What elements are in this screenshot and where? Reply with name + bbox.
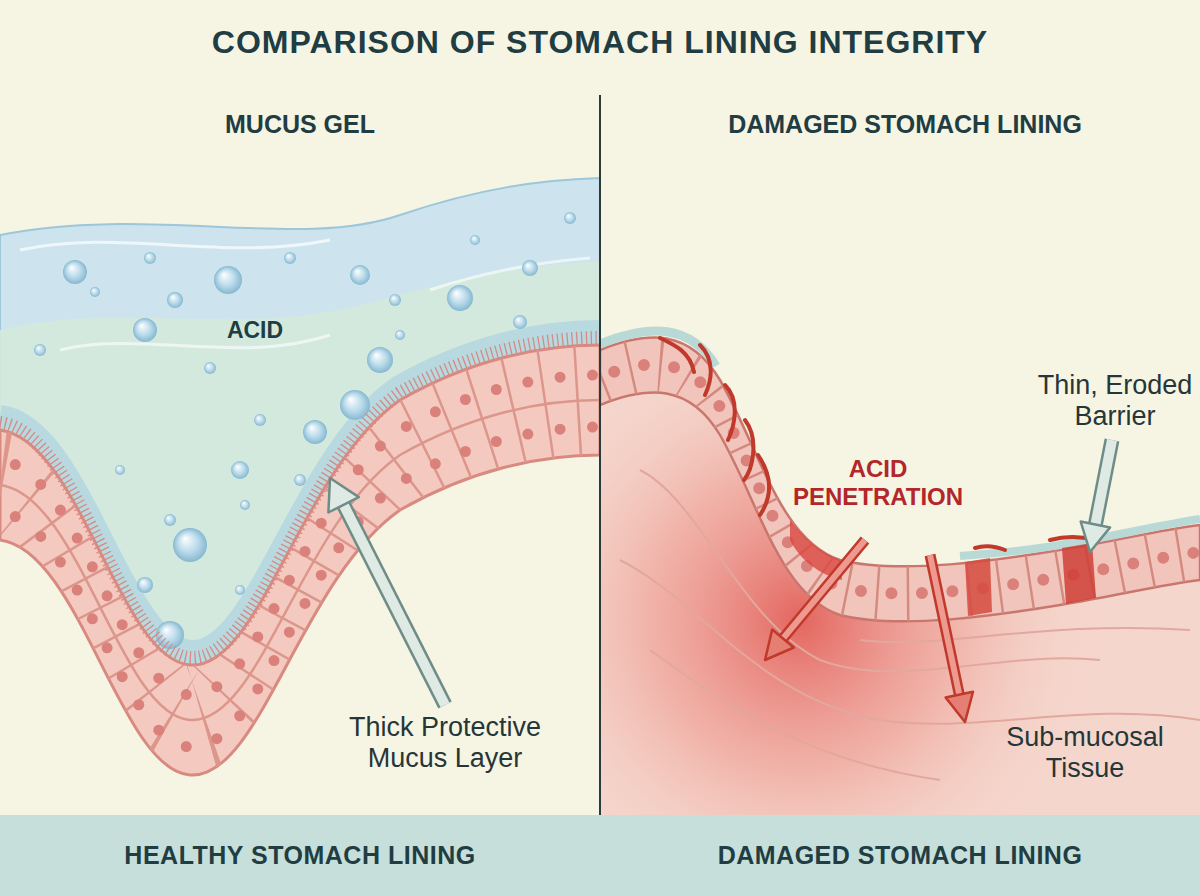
nuclei: [0, 427, 600, 747]
bubble: [133, 318, 157, 342]
bubble: [389, 294, 401, 306]
leader-arrow: [344, 505, 445, 705]
bubble: [115, 465, 125, 475]
bubble: [513, 315, 527, 329]
cells: [0, 375, 600, 747]
acid-arrow: [930, 555, 959, 695]
bubble: [90, 287, 100, 297]
bubble: [284, 252, 296, 264]
bubble: [522, 260, 538, 276]
bubble: [470, 235, 480, 245]
band-text-group: DAMAGED STOMACH LINING: [718, 841, 1083, 870]
bubble: [167, 292, 183, 308]
bubble: [235, 585, 245, 595]
callout-label: Thick Protective Mucus Layer: [325, 712, 565, 774]
title: COMPARISON OF STOMACH LINING INTEGRITY: [0, 24, 1200, 61]
bubble: [231, 461, 249, 479]
bubble: [447, 285, 473, 311]
divider: [599, 95, 601, 815]
bubble: [240, 500, 250, 510]
cell-row-line: [0, 400, 600, 720]
cell-walls: [0, 400, 600, 720]
bubble: [34, 344, 46, 356]
caption-band: HEALTHY STOMACH LINING: [0, 815, 600, 896]
bubble: [395, 330, 405, 340]
erosion: [965, 558, 992, 616]
epithelium: [0, 345, 600, 775]
fiber: [860, 628, 1190, 642]
region-label: ACID: [185, 317, 325, 343]
leader-arrow: [1095, 440, 1112, 525]
leader-arrow: [1095, 440, 1112, 525]
band-label: DAMAGED STOMACH LINING: [718, 841, 1083, 870]
panel-heading: MUCUS GEL: [40, 110, 560, 139]
band-text-group: HEALTHY STOMACH LINING: [124, 841, 475, 870]
bubble: [564, 212, 576, 224]
bubble: [214, 266, 242, 294]
bubble: [294, 474, 306, 486]
bubble: [164, 514, 176, 526]
bubble: [340, 390, 370, 420]
fiber: [650, 650, 940, 780]
damage-streak: [975, 537, 1095, 550]
bubble: [144, 252, 156, 264]
bubble: [137, 577, 153, 593]
leader-arrow: [344, 505, 445, 705]
highlight: [430, 258, 590, 290]
callout-label: ACID PENETRATION: [783, 455, 973, 510]
arrow-head: [946, 692, 973, 722]
acid-arrow: [930, 555, 959, 695]
bubble: [63, 260, 87, 284]
panel-heading: DAMAGED STOMACH LINING: [625, 110, 1185, 139]
arrow-head: [765, 630, 794, 661]
acid-arrow: [783, 540, 865, 639]
arrow-head: [1081, 522, 1110, 552]
microvilli: [0, 338, 600, 658]
band-label: HEALTHY STOMACH LINING: [124, 841, 475, 870]
acid-arrow: [783, 540, 865, 639]
bubble: [367, 347, 393, 373]
highlight: [20, 240, 330, 250]
healthy-panel: [0, 178, 600, 775]
highlight: [60, 335, 330, 350]
bubble: [254, 414, 266, 426]
callout-label: Thin, Eroded Barrier: [1025, 370, 1200, 432]
bubble: [350, 265, 370, 285]
caption-band: DAMAGED STOMACH LINING: [600, 815, 1200, 896]
bubble: [204, 362, 216, 374]
callout-label: Sub-mucosal Tissue: [1000, 722, 1170, 784]
damage-streak: [660, 338, 769, 515]
bubble: [303, 420, 327, 444]
bubble: [173, 528, 207, 562]
arrow-head: [328, 478, 358, 513]
mucus-remnant: [600, 331, 716, 366]
